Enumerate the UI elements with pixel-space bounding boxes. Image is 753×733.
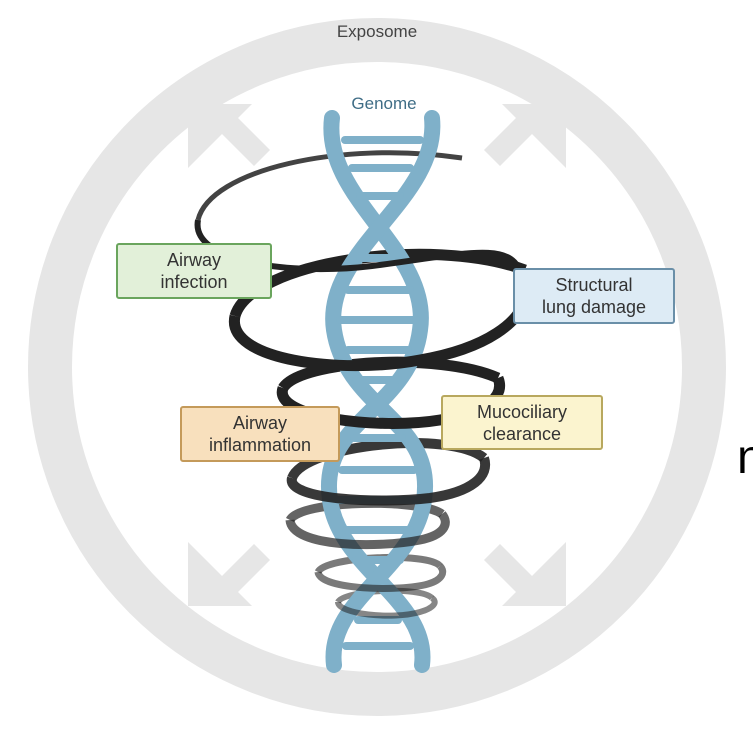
spiral-ring-4-front [286, 456, 491, 506]
edge-text-fragment: n [737, 434, 753, 482]
factor-mucociliary-clearance: Mucociliary clearance [441, 395, 603, 450]
arrow-top-right [484, 104, 566, 168]
arrow-bottom-right [484, 542, 566, 606]
factor-airway-infection: Airway infection [116, 243, 272, 299]
spiral-ring-5-front [285, 511, 450, 550]
factor-structural-lung-damage: Structural lung damage [513, 268, 675, 324]
spiral-ring-2-front [229, 298, 531, 372]
spiral-ring-7-front [335, 595, 438, 619]
spiral-ring-1-back [195, 150, 463, 221]
dna-strand-right [325, 110, 441, 673]
exposome-ring [28, 18, 726, 716]
arrow-bottom-left [188, 542, 270, 606]
exposome-arrows [188, 104, 566, 606]
spiral-ring-6-front [314, 563, 447, 592]
factor-airway-inflammation: Airway inflammation [180, 406, 340, 462]
exposome-label: Exposome [336, 22, 418, 41]
arrow-top-left [188, 104, 270, 168]
genome-label: Genome [351, 94, 417, 113]
